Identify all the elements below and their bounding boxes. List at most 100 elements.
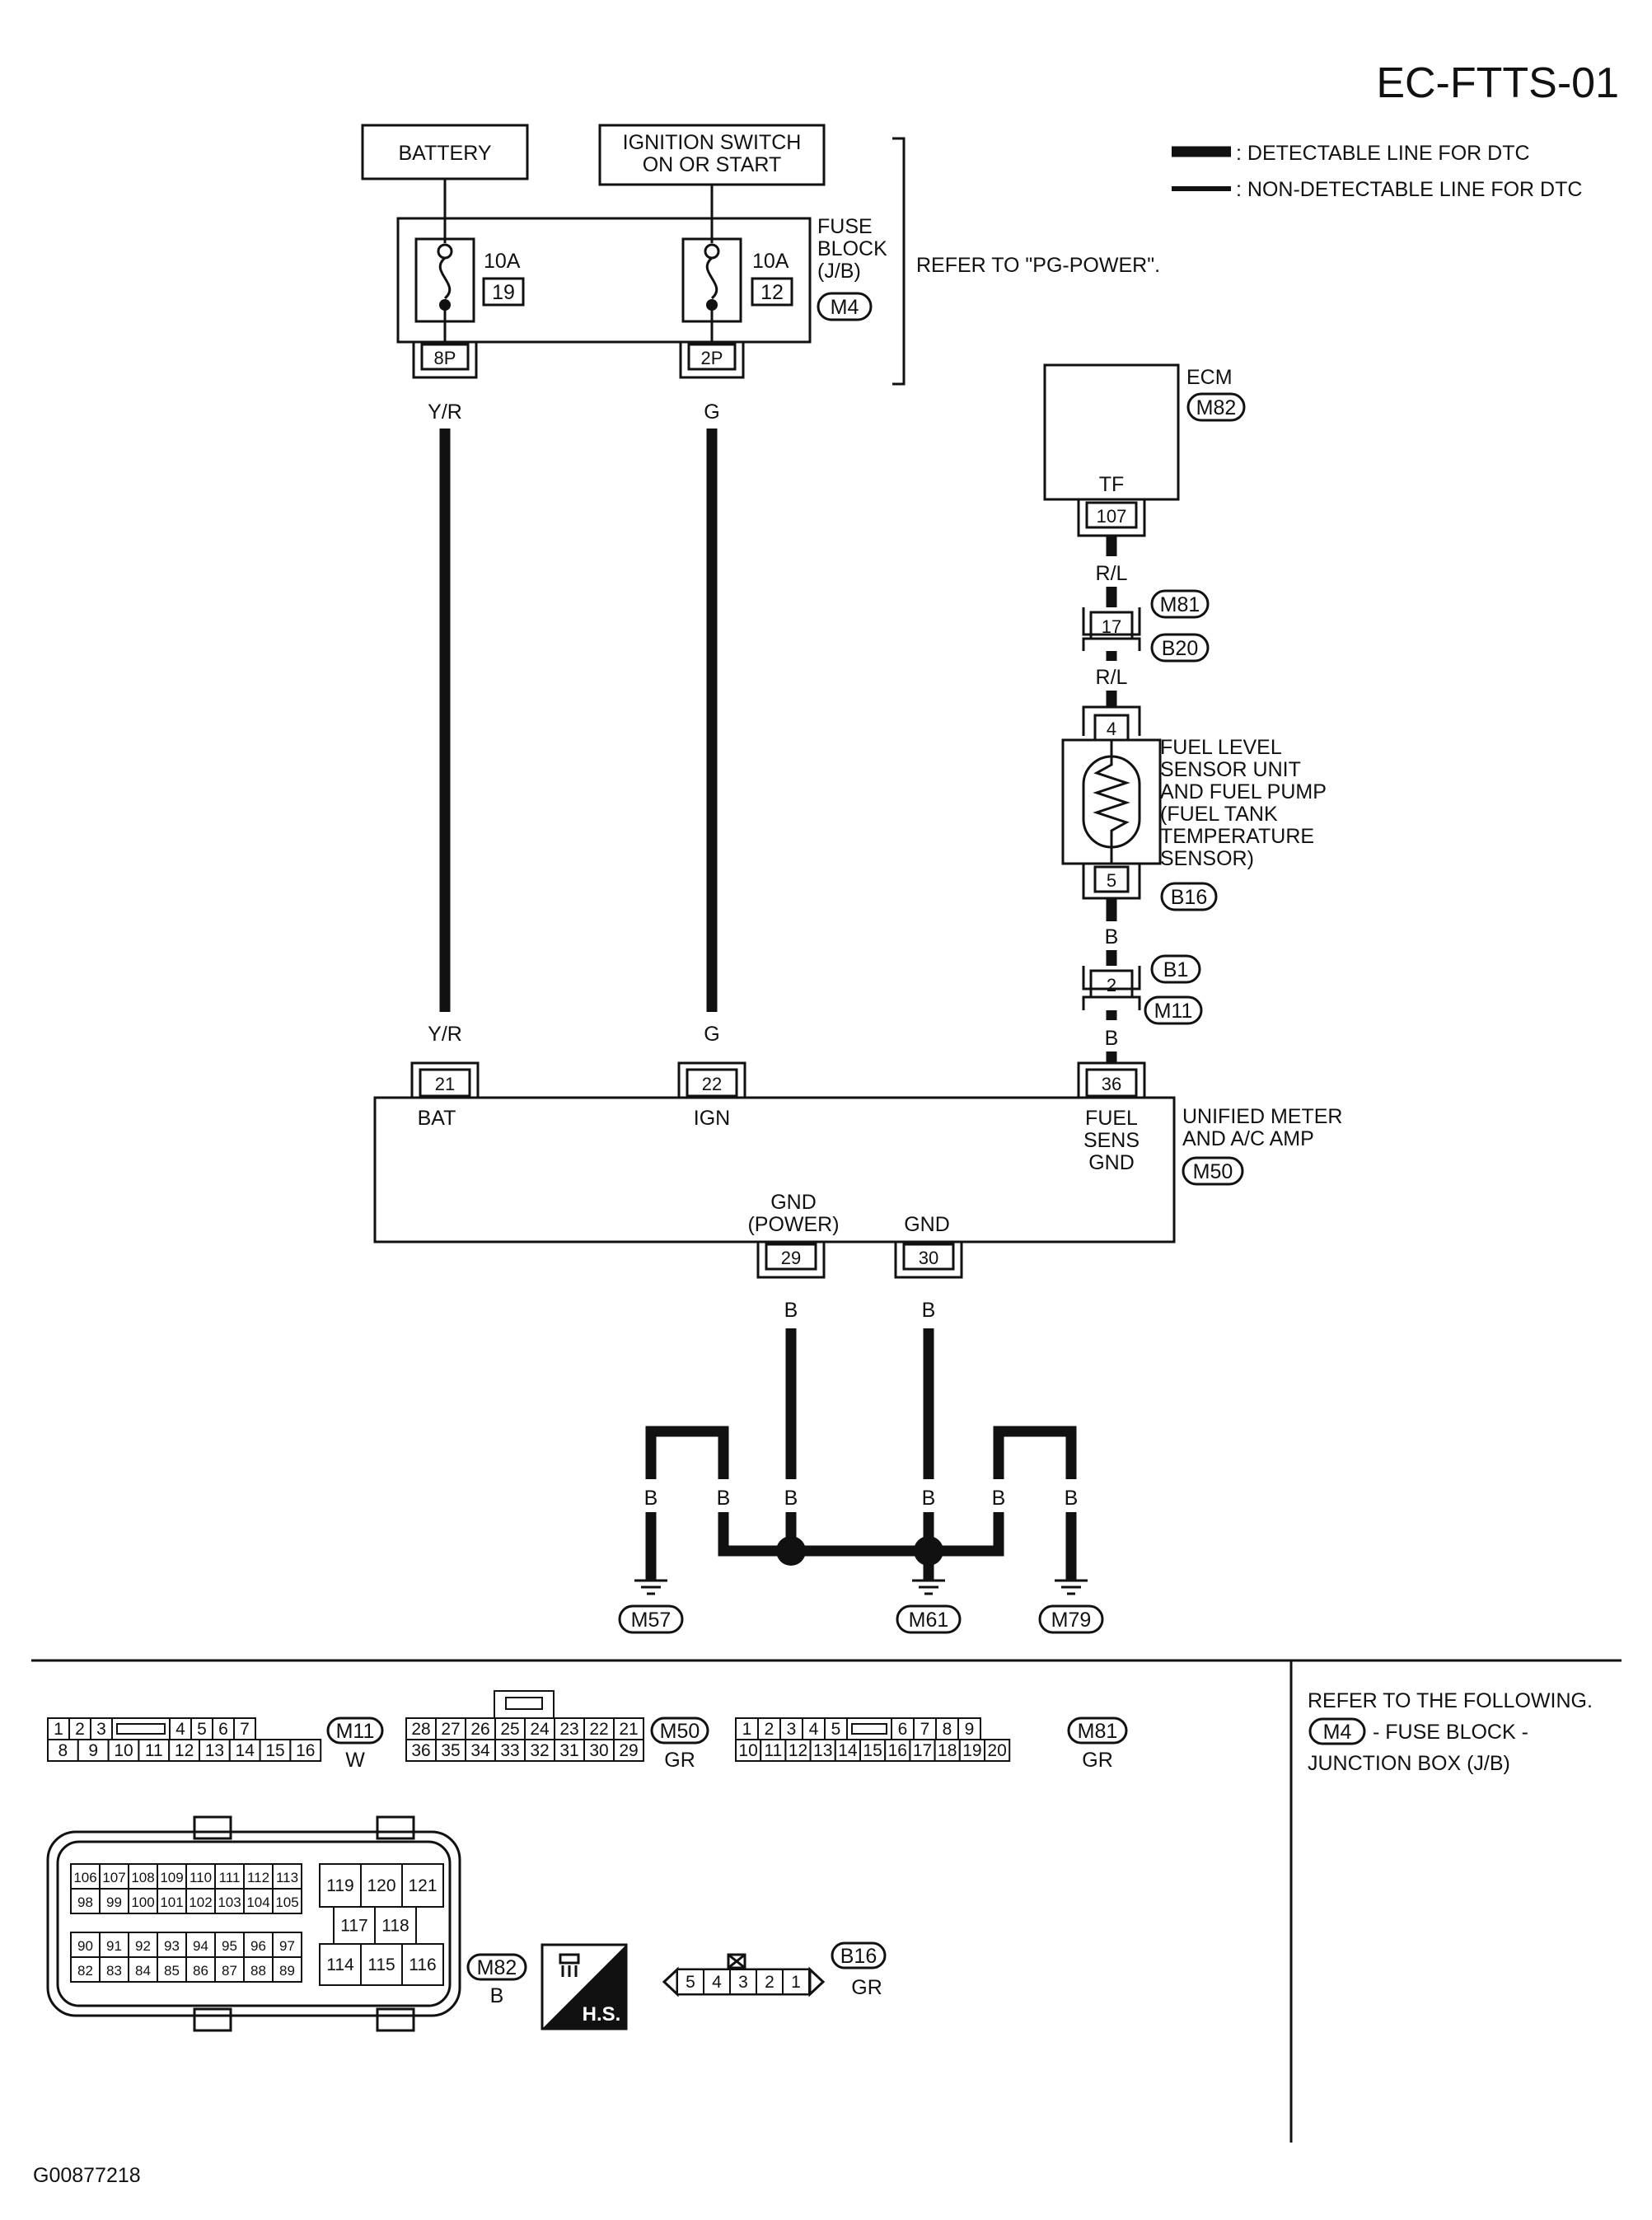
wire-b-gnd30-label: B	[922, 1299, 936, 1322]
b16-pin: 1	[791, 1973, 801, 1992]
m81-cell	[779, 1717, 803, 1740]
m82-pin: 120	[367, 1876, 395, 1895]
b16-cell	[782, 1969, 810, 1995]
b16-cell	[729, 1969, 757, 1995]
m11-cell	[289, 1739, 322, 1762]
m11-pin: 5	[197, 1720, 207, 1739]
joint-2-pin: 2	[1107, 975, 1116, 995]
b16-cell	[676, 1969, 704, 1995]
sensor-label-5: TEMPERATURE	[1160, 825, 1314, 848]
meter-pin22-box	[686, 1068, 738, 1098]
resistor-icon	[1093, 740, 1130, 864]
m11-key	[116, 1723, 166, 1735]
connector-m82-housing	[46, 1815, 461, 2032]
m50-cell	[494, 1739, 526, 1762]
m81-pin: 17	[913, 1741, 932, 1760]
joint-b1-badge	[1150, 954, 1201, 984]
ecm-label: ECM	[1186, 366, 1233, 389]
m82-pin: 109	[160, 1870, 183, 1885]
fuse-block	[396, 217, 812, 344]
m82-pin: 111	[219, 1870, 241, 1885]
fuse-block-label-3: (J/B)	[817, 260, 861, 283]
m81-cell	[846, 1717, 892, 1740]
wire-g-top: G	[704, 400, 719, 424]
ground-wire-label-5: B	[992, 1487, 1006, 1510]
m82-pin: 94	[193, 1938, 208, 1954]
m81-pin: 15	[863, 1741, 882, 1760]
m50-cell	[554, 1739, 585, 1762]
m81-pin: 18	[938, 1741, 957, 1760]
conn-2p-box	[687, 343, 737, 371]
m81-pin: 14	[838, 1741, 858, 1760]
ecm-conn: M82	[1196, 396, 1237, 419]
legend-detectable-text: : DETECTABLE LINE FOR DTC	[1236, 142, 1530, 165]
m81-cell	[834, 1739, 861, 1762]
joint-17-shell-top	[1082, 607, 1141, 636]
m11-pin: 6	[218, 1720, 228, 1739]
connector-m11-id: M11	[336, 1720, 375, 1743]
m50-pin: 30	[589, 1741, 608, 1760]
m81-pin: 16	[888, 1741, 907, 1760]
connector-m81-badge	[1067, 1717, 1128, 1745]
m50-cell	[583, 1739, 615, 1762]
ground-m79: M79	[1051, 1609, 1092, 1632]
ground-m61-badge	[896, 1604, 962, 1634]
wire-yr-bottom: Y/R	[428, 1023, 462, 1046]
meter-conn: M50	[1193, 1160, 1233, 1183]
sensor-label-2: SENSOR UNIT	[1160, 758, 1301, 781]
ecm-pin-box	[1085, 501, 1138, 529]
m11-pin: 15	[265, 1741, 284, 1760]
m11-cell	[90, 1717, 113, 1740]
m81-pin: 4	[809, 1720, 819, 1739]
m50-pin: 27	[441, 1720, 460, 1739]
m81-pin: 1	[742, 1720, 752, 1739]
splice-point-1	[776, 1536, 806, 1566]
legend-non-detectable-text: : NON-DETECTABLE LINE FOR DTC	[1236, 178, 1582, 201]
refer-box-line2: - FUSE BLOCK -	[1373, 1721, 1528, 1744]
meter-label-fuel-3: GND	[1088, 1151, 1135, 1174]
m11-pin: 9	[88, 1741, 98, 1760]
m82-pin: 103	[218, 1894, 241, 1910]
m50-pin: 29	[619, 1741, 638, 1760]
figure-id: G00877218	[33, 2164, 141, 2187]
m82-pin: 88	[250, 1963, 266, 1979]
m11-cell	[47, 1739, 79, 1762]
ecm-tf: TF	[1099, 473, 1125, 496]
meter-label-bat: BAT	[418, 1107, 456, 1130]
m82-pin: 107	[102, 1870, 125, 1885]
m11-cell	[168, 1739, 200, 1762]
m11-cell	[228, 1739, 261, 1762]
m81-pin: 7	[920, 1720, 930, 1739]
m82-pin: 113	[276, 1870, 298, 1885]
m82-cell	[360, 1943, 403, 1986]
m82-pin: 104	[246, 1894, 269, 1910]
refer-pg-power: REFER TO "PG-POWER".	[916, 254, 1160, 277]
b16-pin: 5	[686, 1973, 695, 1992]
m81-pin: 10	[738, 1741, 757, 1760]
conn-8p-box	[420, 343, 470, 371]
joint-2-shell-top	[1082, 966, 1141, 991]
meter-label-fuel-2: SENS	[1083, 1129, 1140, 1152]
m82-pin: 101	[160, 1894, 183, 1910]
m82-pin: 91	[106, 1938, 122, 1954]
m50-pin: 22	[589, 1720, 608, 1739]
m50-pin: 36	[411, 1741, 430, 1760]
meter-pin29: 29	[781, 1248, 801, 1268]
m82-pin: 87	[222, 1963, 237, 1979]
ground-loop-left	[645, 1426, 729, 1479]
wire-rl-top: R/L	[1096, 562, 1128, 585]
m50-cell	[435, 1739, 466, 1762]
m82-cell	[374, 1906, 417, 1945]
m81-pin: 20	[987, 1741, 1006, 1760]
m82-pin: 97	[279, 1938, 295, 1954]
page-title: EC-FTTS-01	[1376, 59, 1619, 107]
m81-pin: 13	[813, 1741, 832, 1760]
sensor-label-6: SENSOR)	[1160, 847, 1254, 870]
meter-label-ign: IGN	[694, 1107, 730, 1130]
m82-pin: 121	[408, 1876, 437, 1895]
m82-cell	[401, 1943, 444, 1986]
fuse-block-conn-badge	[817, 292, 873, 321]
